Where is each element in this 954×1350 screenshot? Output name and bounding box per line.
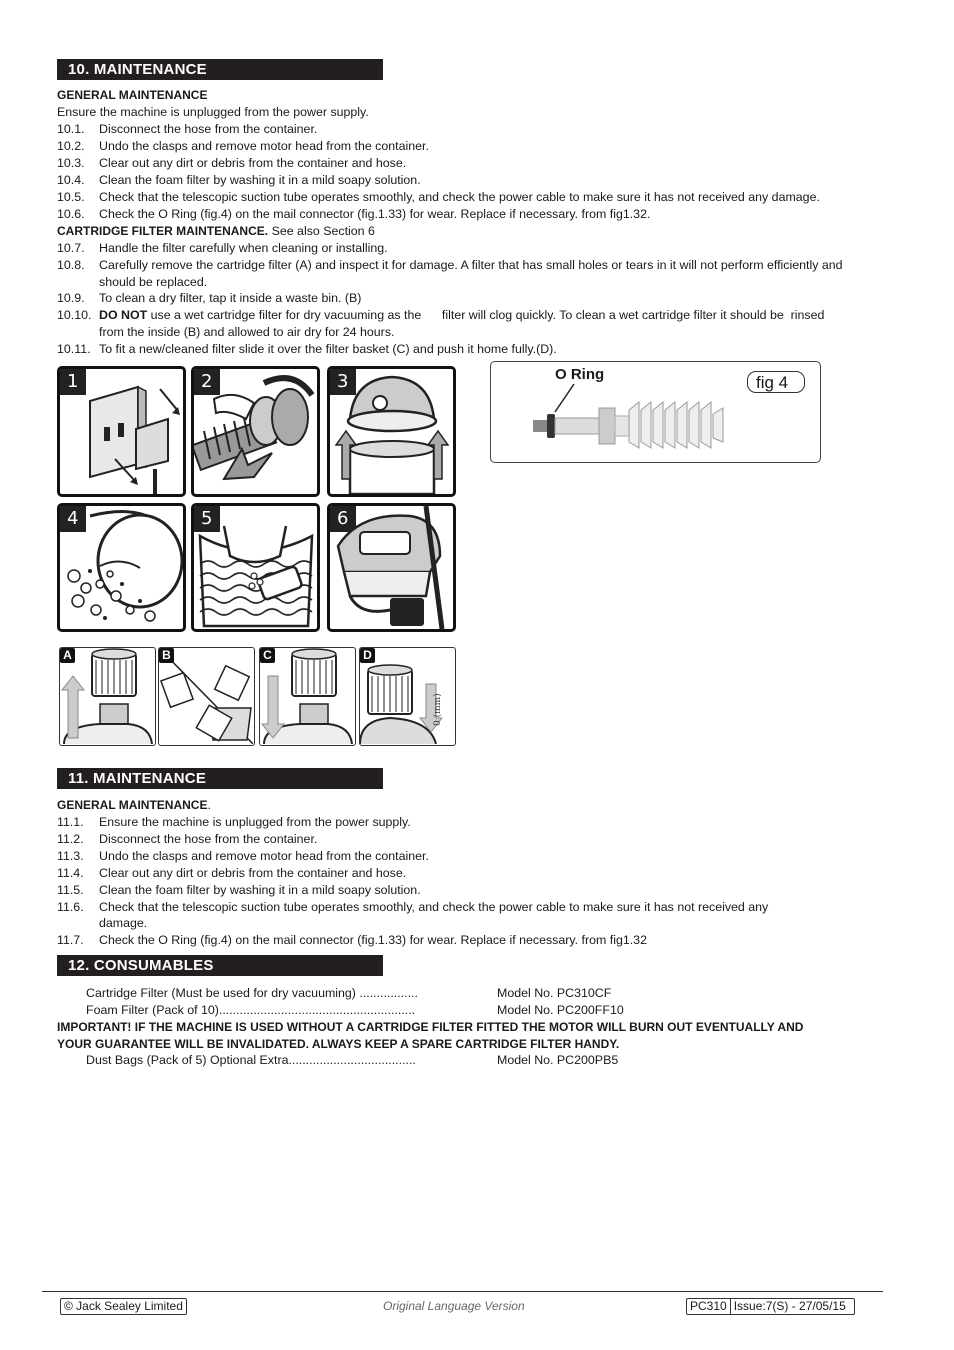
footer-rule xyxy=(42,1291,883,1292)
language-version: Original Language Version xyxy=(383,1299,525,1313)
section-12-heading: 12. CONSUMABLES xyxy=(57,955,383,976)
step-number: 2 xyxy=(201,371,213,392)
clearance-label: 0 (mm) xyxy=(433,693,443,726)
filter-step-badge: B xyxy=(159,648,174,663)
step-5-illustration: 5 xyxy=(191,503,320,632)
general-maintenance-heading: GENERAL MAINTENANCE xyxy=(57,88,208,102)
motor-head-icon xyxy=(330,369,450,494)
step-4-illustration: 4 xyxy=(57,503,186,632)
filter-step-badge: C xyxy=(260,648,275,663)
o-ring-connector-icon xyxy=(533,383,724,449)
step-6-illustration: 6 xyxy=(327,503,456,632)
cartridge-maintenance-heading: CARTRIDGE FILTER MAINTENANCE. See also S… xyxy=(57,224,375,239)
filter-step-c-illustration: C xyxy=(259,647,356,746)
wash-filter-icon xyxy=(194,506,314,628)
filter-step-a-illustration: A xyxy=(59,647,156,746)
model-number: PC310 xyxy=(687,1299,731,1314)
tap-filter-icon xyxy=(159,648,253,744)
push-filter-home-icon xyxy=(360,664,444,744)
important-warning-cont: YOUR GUARANTEE WILL BE INVALIDATED. ALWA… xyxy=(57,1037,620,1051)
filter-step-badge: A xyxy=(60,648,75,663)
step-1-illustration: 1 xyxy=(57,366,186,497)
section-11-heading: 11. MAINTENANCE xyxy=(57,768,383,789)
cartridge-see-also: See also Section 6 xyxy=(271,224,375,238)
step-number: 3 xyxy=(337,371,349,392)
o-ring-label: O Ring xyxy=(555,366,605,383)
check-cable-icon xyxy=(330,506,445,629)
copyright-box: © Jack Sealey Limited xyxy=(60,1298,187,1315)
hose-disconnect-icon xyxy=(194,369,315,481)
filter-step-b-illustration: B xyxy=(158,647,255,746)
remove-filter-icon xyxy=(60,648,153,744)
empty-container-icon xyxy=(60,506,183,622)
cartridge-heading-text: CARTRIDGE FILTER MAINTENANCE. xyxy=(57,224,269,238)
important-warning: IMPORTANT! IF THE MACHINE IS USED WITHOU… xyxy=(57,1020,804,1034)
step-number: 6 xyxy=(337,508,349,529)
intro-text: Ensure the machine is unplugged from the… xyxy=(57,105,369,119)
step-3-illustration: 3 xyxy=(327,366,456,497)
fig-4-label: fig 4 xyxy=(747,371,805,393)
fig-4-panel: O Ring fig 4 xyxy=(490,361,821,463)
step-number: 5 xyxy=(201,508,213,529)
issue-date: Issue:7(S) - 27/05/15 xyxy=(733,1299,846,1313)
step-number: 4 xyxy=(67,508,79,529)
filter-step-d-illustration: D 0 (mm) xyxy=(359,647,456,746)
general-maintenance-heading-11: GENERAL MAINTENANCE. xyxy=(57,798,211,812)
section-10-heading: 10. MAINTENANCE xyxy=(57,59,383,80)
unplug-icon xyxy=(60,369,180,494)
step-number: 1 xyxy=(67,371,79,392)
step-2-illustration: 2 xyxy=(191,366,320,497)
fit-filter-icon xyxy=(260,648,353,744)
filter-step-badge: D xyxy=(360,648,375,663)
